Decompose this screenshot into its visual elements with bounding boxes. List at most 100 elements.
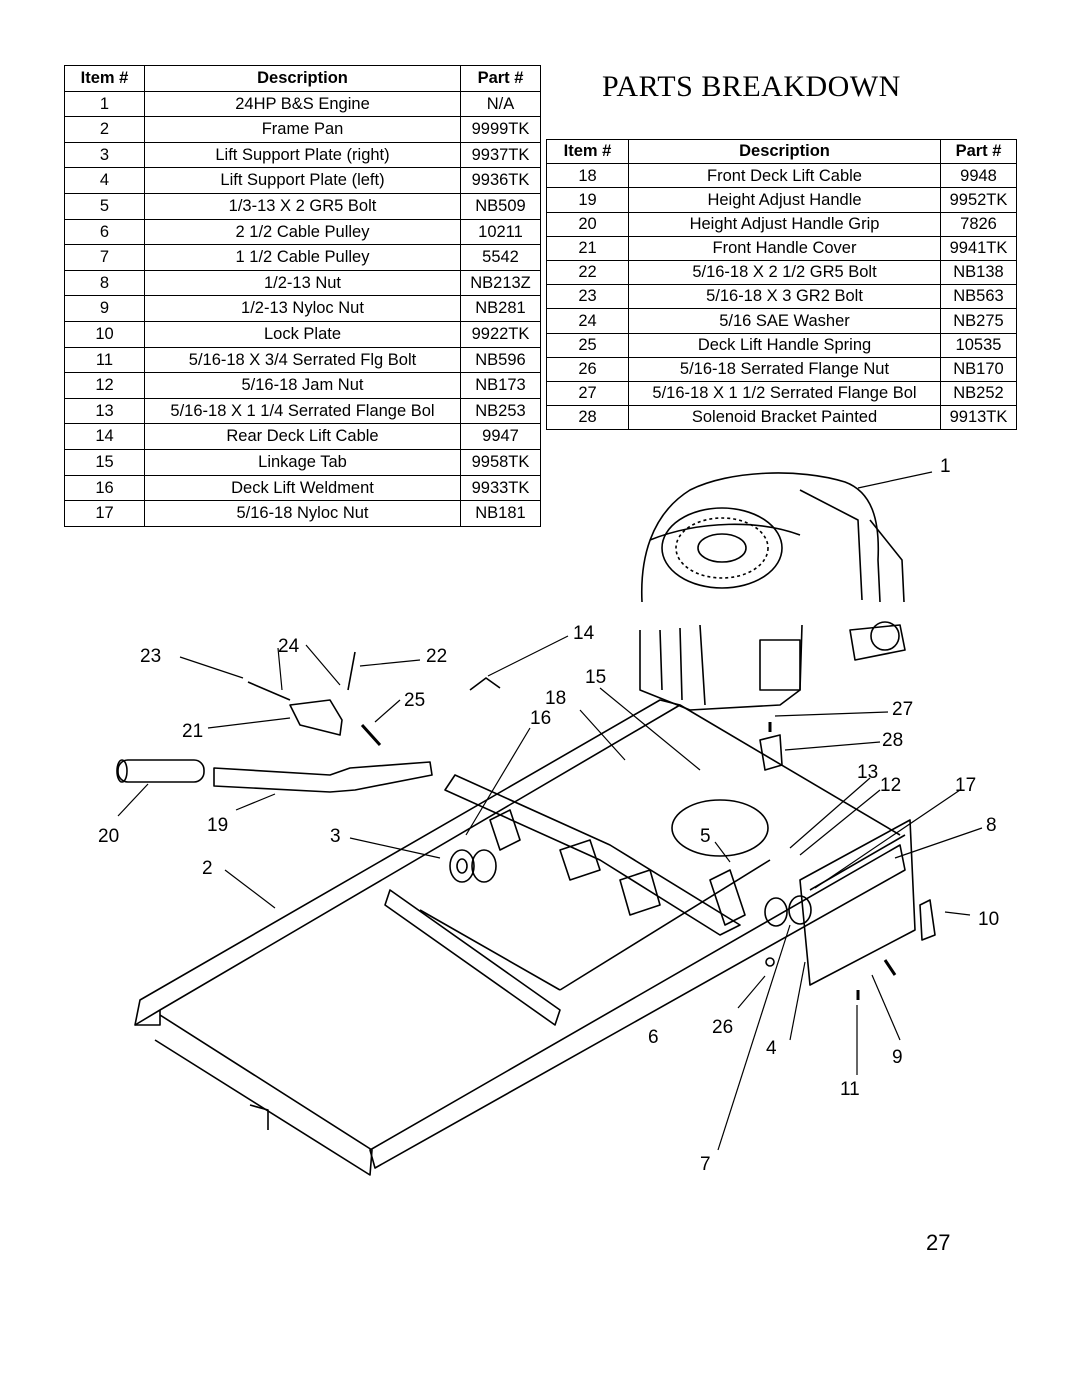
item-cell: 18 [546, 163, 629, 189]
callout-labels: 1 2 3 4 5 6 7 8 9 10 11 12 13 14 15 16 1… [98, 456, 999, 1175]
item-cell: 7 [64, 244, 145, 271]
part-number-cell: 9941TK [940, 235, 1017, 261]
item-cell: 23 [546, 284, 629, 310]
item-cell: 22 [546, 259, 629, 286]
item-cell: 2 [64, 116, 145, 143]
description-cell: 5/16-18 X 1 1/2 Serrated Flange Bol [628, 380, 941, 407]
description-cell: Height Adjust Handle [628, 187, 941, 213]
part-number-cell: NB213Z [460, 269, 541, 297]
item-cell: 3 [64, 141, 145, 169]
callout-16: 16 [530, 708, 551, 729]
handle-illustration [116, 699, 433, 793]
hardware-illustration [765, 722, 897, 1000]
part-number-cell: 9958TK [460, 448, 541, 476]
callout-25: 25 [404, 690, 425, 711]
description-cell: 5/16-18 X 2 1/2 GR5 Bolt [628, 259, 941, 286]
callout-12: 12 [880, 775, 901, 796]
part-header: Part # [460, 65, 541, 92]
part-number-cell: NB275 [940, 308, 1017, 334]
callout-23: 23 [140, 646, 161, 667]
part-number-cell: 9952TK [940, 187, 1017, 213]
item-cell: 6 [64, 218, 145, 246]
item-cell: 5 [64, 192, 145, 220]
callout-26: 26 [712, 1017, 733, 1038]
part-header: Part # [940, 138, 1017, 165]
item-cell: 10 [64, 320, 145, 348]
lift-plate-illustration [759, 734, 936, 986]
part-number-cell: 9922TK [460, 320, 541, 348]
pulley-illustration [449, 849, 812, 927]
item-cell: 19 [546, 187, 629, 213]
part-number-cell: 9937TK [460, 141, 541, 169]
callout-10: 10 [978, 909, 999, 930]
callout-8: 8 [986, 815, 997, 836]
callout-17: 17 [955, 775, 976, 796]
callout-22: 22 [426, 646, 447, 667]
item-cell: 14 [64, 423, 145, 450]
callout-2: 2 [202, 858, 213, 879]
deck-lift-weldment-illustration [444, 774, 746, 936]
table-header-row: Item # Description Part # [64, 65, 541, 92]
item-cell: 9 [64, 295, 145, 322]
callout-3: 3 [330, 826, 341, 847]
part-number-cell: NB563 [940, 284, 1017, 310]
callout-14: 14 [573, 623, 595, 644]
part-number-cell: 9936TK [460, 167, 541, 194]
description-cell: 5/16-18 Serrated Flange Nut [628, 356, 941, 382]
callout-leaders [117, 471, 983, 1151]
description-cell: Linkage Tab [144, 448, 461, 476]
callout-27: 27 [892, 699, 913, 720]
callout-24: 24 [278, 636, 300, 657]
engine-illustration [639, 472, 906, 711]
callout-1: 1 [940, 456, 951, 477]
callout-13: 13 [857, 762, 878, 783]
callout-11: 11 [840, 1079, 860, 1100]
deck-cutout [671, 799, 769, 857]
description-header: Description [628, 138, 941, 165]
callout-19: 19 [207, 815, 228, 836]
callout-9: 9 [892, 1047, 903, 1068]
item-cell: 28 [546, 405, 629, 431]
callout-7: 7 [700, 1154, 711, 1175]
callout-6: 6 [648, 1027, 659, 1048]
description-cell: 5/16-18 Nyloc Nut [144, 500, 461, 527]
description-cell: Front Deck Lift Cable [628, 163, 941, 189]
callout-20: 20 [98, 826, 119, 847]
part-number-cell: NB281 [460, 295, 541, 322]
description-cell: 5/16-18 Jam Nut [144, 372, 461, 399]
part-number-cell: NB509 [460, 192, 541, 220]
description-cell: Lift Support Plate (left) [144, 167, 461, 194]
page-number: 27 [926, 1230, 951, 1255]
part-number-cell: NB181 [460, 500, 541, 527]
bolt-illustration [247, 651, 501, 747]
item-cell: 4 [64, 167, 145, 194]
description-cell: Solenoid Bracket Painted [628, 405, 941, 431]
part-number-cell: NB596 [460, 346, 541, 374]
part-number-cell: 9999TK [460, 116, 541, 143]
item-cell: 12 [64, 372, 145, 399]
callout-15: 15 [585, 667, 606, 688]
callout-18: 18 [545, 688, 566, 709]
description-cell: 5/16-18 X 1 1/4 Serrated Flange Bol [144, 397, 461, 425]
item-cell: 15 [64, 448, 145, 476]
callout-4: 4 [766, 1038, 777, 1059]
